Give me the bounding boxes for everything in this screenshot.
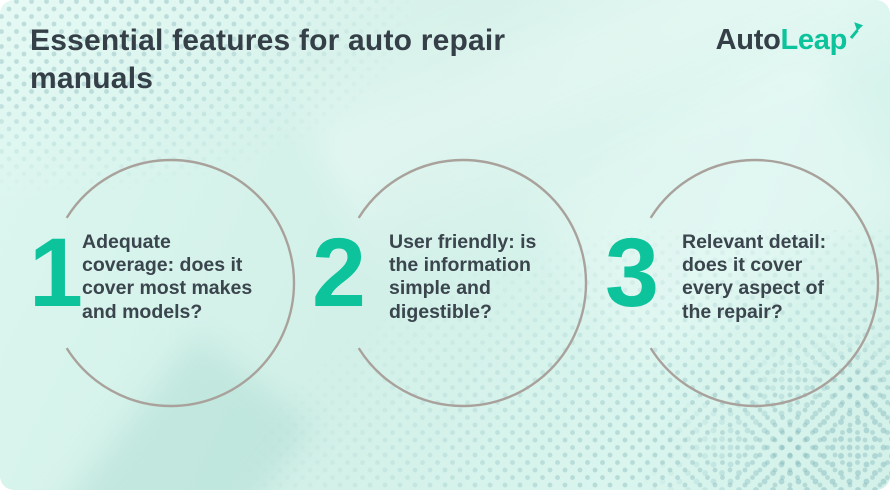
feature-number: 2 — [312, 218, 366, 327]
feature-item-2: 2 User friendly: is the information simp… — [312, 158, 588, 408]
feature-circle-outline — [46, 158, 296, 408]
feature-text: Adequate coverage: does it cover most ma… — [82, 231, 253, 323]
feature-text: User friendly: is the information simple… — [389, 231, 537, 323]
feature-number: 1 — [29, 218, 83, 327]
page-title: Essential features for auto repair manua… — [30, 24, 506, 95]
feature-number: 3 — [605, 218, 659, 327]
logo-text-leap: Leap — [780, 24, 848, 56]
logo-arrow-icon — [849, 22, 863, 39]
autoleap-logo: AutoLeap — [715, 22, 864, 57]
feature-item-3: 3 Relevant detail: does it cover every a… — [605, 158, 880, 408]
feature-circle-outline — [338, 158, 588, 408]
feature-item-1: 1 Adequate coverage: does it cover most … — [29, 158, 296, 408]
logo-text-auto: Auto — [715, 24, 781, 56]
feature-text: Relevant detail: does it cover every asp… — [682, 231, 827, 323]
feature-circle-outline — [630, 158, 880, 408]
